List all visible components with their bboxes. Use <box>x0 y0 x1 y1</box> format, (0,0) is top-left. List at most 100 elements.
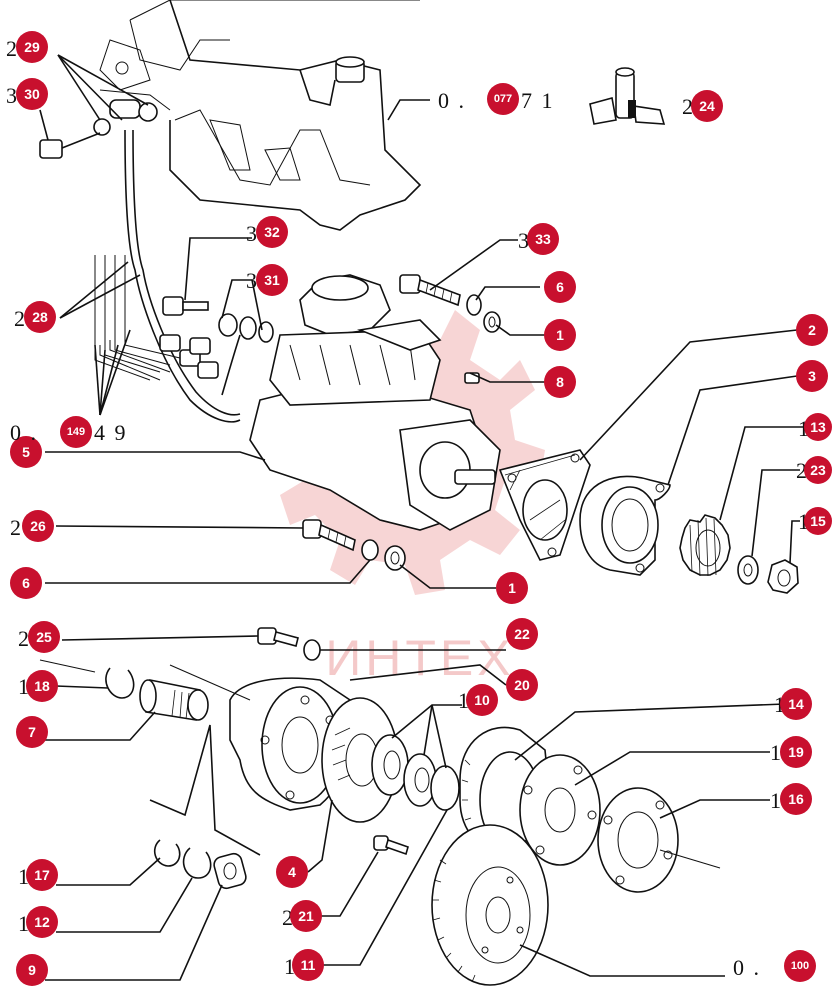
crank-gear-large <box>431 824 549 986</box>
reference-100: 0 . 100 <box>733 950 816 982</box>
circlip-18 <box>105 667 135 699</box>
callout-number: 10 <box>474 692 490 708</box>
callout-20: 20 <box>506 669 538 701</box>
callout-17: 1 17 <box>18 859 58 891</box>
callout-number: 6 <box>556 279 564 295</box>
callout-number: 9 <box>28 962 36 978</box>
callout-number: 26 <box>30 518 46 534</box>
callout-prefix: 1 <box>798 416 809 441</box>
reference-number: 100 <box>791 960 809 972</box>
callout-7: 7 <box>16 716 48 748</box>
callout-prefix: 2 <box>282 905 293 930</box>
callout-21: 2 21 <box>282 900 322 932</box>
callout-32: 3 32 <box>246 216 288 248</box>
callout-prefix: 2 <box>682 94 693 119</box>
callout-number: 7 <box>28 724 36 740</box>
callout-prefix: 2 <box>18 626 29 651</box>
callout-19: 1 19 <box>770 736 812 768</box>
bearing-10 <box>371 734 460 811</box>
callout-number: 16 <box>788 791 804 807</box>
callout-8: 8 <box>544 366 576 398</box>
callout-number: 29 <box>24 39 40 55</box>
callout-number: 4 <box>288 864 296 880</box>
callout-number: 6 <box>22 575 30 591</box>
callout-30: 3 30 <box>6 78 48 110</box>
callout-24: 2 24 <box>682 90 723 122</box>
callout-prefix: 1 <box>284 954 295 979</box>
callout-prefix: 1 <box>774 692 785 717</box>
flange-plate <box>498 449 591 561</box>
callout-1-upper: 1 <box>544 319 576 351</box>
callout-prefix: 2 <box>6 36 17 61</box>
reference-lead: 0 . <box>438 88 466 113</box>
callout-number: 12 <box>34 914 50 930</box>
callout-11: 1 11 <box>284 949 324 981</box>
shims-17-12-9 <box>153 839 247 890</box>
callout-13: 1 13 <box>798 413 832 441</box>
callout-number: 20 <box>514 677 530 693</box>
callout-6-lower: 6 <box>10 567 42 599</box>
bearing-cap-16 <box>597 787 721 893</box>
callout-29: 2 29 <box>6 31 48 63</box>
callout-12: 1 12 <box>18 906 58 938</box>
callout-prefix: 3 <box>246 268 257 293</box>
reference-tail: 4 9 <box>94 420 128 445</box>
callout-number: 33 <box>535 231 551 247</box>
callout-14: 1 14 <box>774 688 812 720</box>
bolt-32-assembly <box>162 296 274 396</box>
washer-and-nut <box>737 555 799 594</box>
pinion-gear <box>679 514 731 577</box>
bolt-21 <box>373 835 409 856</box>
callout-1-lower: 1 <box>496 572 528 604</box>
callout-number: 18 <box>34 678 50 694</box>
callout-number: 15 <box>810 513 826 529</box>
callout-number: 3 <box>808 368 816 384</box>
callout-26: 2 26 <box>10 510 54 542</box>
callout-number: 19 <box>788 744 804 760</box>
reference-lead: 0 . <box>733 955 761 980</box>
bolt-33-assembly <box>399 274 501 333</box>
coupling-hub <box>579 475 671 576</box>
callout-number: 14 <box>788 696 804 712</box>
callout-18: 1 18 <box>18 670 58 702</box>
callout-9: 9 <box>16 954 48 986</box>
callout-prefix: 1 <box>458 688 469 713</box>
callout-number: 24 <box>699 98 715 114</box>
callout-number: 32 <box>264 224 280 240</box>
axis-lines <box>39 659 261 856</box>
callout-2: 2 <box>796 314 828 346</box>
callout-prefix: 1 <box>18 674 29 699</box>
callout-prefix: 2 <box>10 515 21 540</box>
callout-prefix: 1 <box>18 911 29 936</box>
callout-number: 8 <box>556 374 564 390</box>
bolt-26-assembly <box>302 519 406 571</box>
connector-24 <box>589 67 666 125</box>
callout-number: 1 <box>556 327 564 343</box>
callout-number: 22 <box>514 626 530 642</box>
flange-plate-20 <box>321 697 399 823</box>
callout-number: 1 <box>508 580 516 596</box>
callout-number: 28 <box>32 309 48 325</box>
callout-25: 2 25 <box>18 621 60 653</box>
reference-149: 0 . 149 4 9 <box>10 416 128 448</box>
callout-23: 2 23 <box>796 456 832 484</box>
callout-4: 4 <box>276 856 308 888</box>
callout-prefix: 1 <box>770 788 781 813</box>
bolt-25-assembly <box>257 627 321 661</box>
callouts: 2 29 3 30 3 32 3 31 3 33 2 28 2 24 6 <box>6 31 832 986</box>
callout-prefix: 1 <box>770 740 781 765</box>
callout-prefix: 2 <box>14 306 25 331</box>
callout-number: 21 <box>298 908 314 924</box>
watermark-text: ИНТЕХ <box>325 630 514 686</box>
callout-prefix: 3 <box>518 228 529 253</box>
callout-number: 17 <box>34 867 50 883</box>
callout-3: 3 <box>796 360 828 392</box>
reference-lead: 0 . <box>10 420 38 445</box>
callout-prefix: 3 <box>246 221 257 246</box>
callout-prefix: 1 <box>798 509 809 534</box>
injection-pump <box>159 274 501 531</box>
callout-prefix: 3 <box>6 83 17 108</box>
reference-tail: 7 1 <box>521 88 555 113</box>
callout-number: 2 <box>808 322 816 338</box>
